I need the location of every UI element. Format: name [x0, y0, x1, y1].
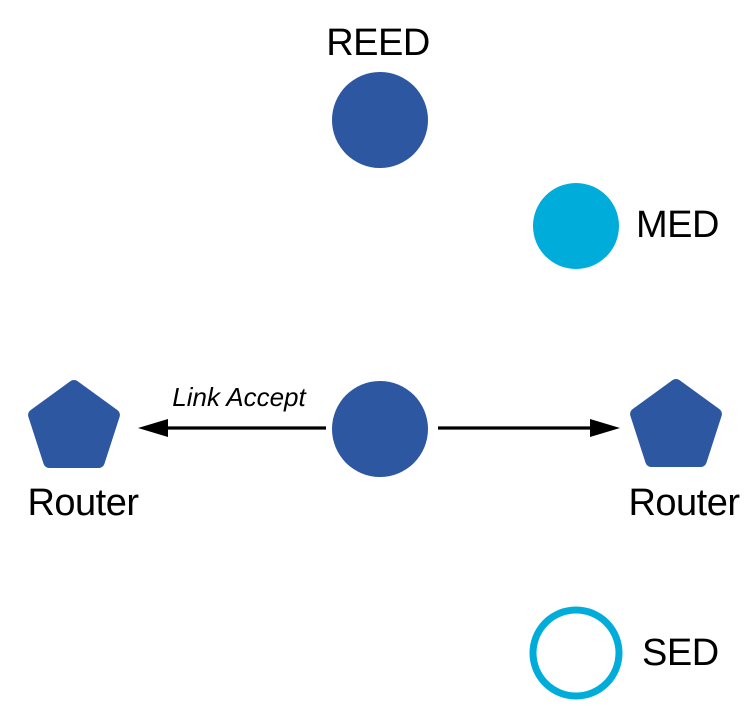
router-right-pentagon-shape [630, 379, 722, 467]
reed-node-label: REED [326, 22, 430, 64]
left-arrow [138, 419, 326, 437]
med-node-label: MED [636, 204, 719, 246]
router-left-label: Router [27, 482, 139, 524]
left-arrowhead-icon [138, 419, 168, 437]
router-right-pentagon [630, 379, 722, 467]
sed-node-label: SED [642, 632, 719, 674]
sed-node-ring [529, 606, 623, 700]
router-left-pentagon-shape [28, 380, 120, 468]
med-node-circle [533, 183, 619, 269]
router-left-pentagon [28, 380, 120, 468]
reed-node-circle [332, 72, 428, 168]
center-node-circle [332, 381, 428, 477]
right-arrowhead-icon [590, 419, 620, 437]
link-accept-edge-label: Link Accept [172, 382, 306, 412]
router-right-label: Router [628, 482, 740, 524]
right-arrow [438, 419, 620, 437]
